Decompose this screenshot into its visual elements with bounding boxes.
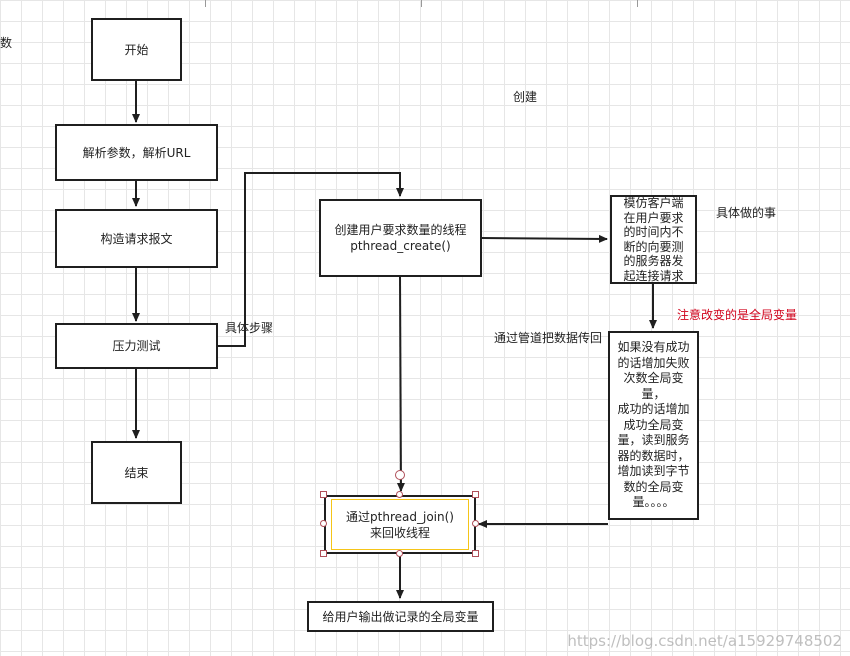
node-simulate-line: 的服务器发 xyxy=(623,254,684,268)
edge-create-join xyxy=(396,275,405,492)
node-counters-line: 成功全局变 xyxy=(623,417,684,432)
node-simulate-line: 模仿客户端 xyxy=(623,196,684,210)
node-join-line: 来回收线程 xyxy=(369,525,430,540)
connection-point[interactable] xyxy=(395,470,405,480)
node-output-globals[interactable]: 给用户输出做记录的全局变量 xyxy=(307,601,494,632)
node-parse-args-label: 解析参数，解析URL xyxy=(82,145,191,160)
node-join-threads[interactable]: 通过pthread_join() 来回收线程 xyxy=(324,495,476,554)
label-create: 创建 xyxy=(513,90,538,104)
node-counters-line: 成功的话增加 xyxy=(617,402,690,417)
connection-point[interactable] xyxy=(320,520,327,527)
resize-handle[interactable] xyxy=(472,550,479,557)
resize-handle[interactable] xyxy=(472,491,479,498)
resize-handle[interactable] xyxy=(320,550,327,557)
edge-create-simulate xyxy=(480,234,608,243)
node-start[interactable]: 开始 xyxy=(91,18,182,81)
ruler-tick xyxy=(421,0,422,7)
node-counters-line: 如果没有成功 xyxy=(617,340,690,355)
connection-point[interactable] xyxy=(396,550,403,557)
node-build-request[interactable]: 构造请求报文 xyxy=(55,209,218,268)
node-create-threads[interactable]: 创建用户要求数量的线程 pthread_create() xyxy=(319,199,482,277)
node-join-line: 通过pthread_join() xyxy=(346,509,454,524)
node-counters-line: 数的全局变 xyxy=(623,479,684,494)
node-simulate-line: 断的向要测 xyxy=(623,239,684,254)
node-counters-line: 量， xyxy=(641,386,666,401)
node-stress-test[interactable]: 压力测试 xyxy=(55,323,218,369)
node-global-counters[interactable]: 如果没有成功 的话增加失败 次数全局变 量， 成功的话增加 成功全局变 量，读到… xyxy=(608,331,699,520)
label-steps: 具体步骤 xyxy=(225,321,274,335)
node-counters-line: 器的数据时， xyxy=(617,448,690,463)
node-end-label: 结束 xyxy=(124,465,149,480)
node-start-label: 开始 xyxy=(124,42,149,57)
node-simulate-line: 的时间内不 xyxy=(623,225,684,239)
edge-stress-create xyxy=(217,172,404,347)
node-output-globals-label: 给用户输出做记录的全局变量 xyxy=(322,609,479,624)
label-concrete-work: 具体做的事 xyxy=(716,206,777,220)
node-counters-line: 增加读到字节 xyxy=(617,464,690,479)
watermark: https://blog.csdn.net/a15929748502 xyxy=(567,632,842,650)
ruler-tick xyxy=(205,0,206,7)
resize-handle[interactable] xyxy=(320,491,327,498)
node-parse-args[interactable]: 解析参数，解析URL xyxy=(55,124,218,181)
node-end[interactable]: 结束 xyxy=(91,441,182,504)
label-pipe: 通过管道把数据传回 xyxy=(494,331,603,345)
node-stress-test-label: 压力测试 xyxy=(112,339,161,353)
label-global-note: 注意改变的是全局变量 xyxy=(677,308,798,322)
ruler-tick xyxy=(637,0,638,7)
node-simulate-line: 起连接请求 xyxy=(623,268,684,283)
connection-point[interactable] xyxy=(472,520,479,527)
node-create-threads-line: pthread_create() xyxy=(350,239,451,253)
node-build-request-label: 构造请求报文 xyxy=(100,231,173,246)
node-simulate-line: 在用户要求 xyxy=(623,210,684,225)
node-counters-line: 的话增加失败 xyxy=(617,355,690,370)
node-create-threads-line: 创建用户要求数量的线程 xyxy=(334,223,467,237)
node-simulate-client[interactable]: 模仿客户端 在用户要求 的时间内不 断的向要测 的服务器发 起连接请求 xyxy=(610,195,697,284)
node-counters-line: 次数全局变 xyxy=(623,371,684,386)
node-counters-line: 量。。。。 xyxy=(632,495,675,510)
selection-outline xyxy=(331,499,469,550)
node-counters-line: 量，读到服务 xyxy=(617,433,690,448)
connection-point[interactable] xyxy=(396,491,403,498)
edge-label-partial: 数 xyxy=(0,36,13,50)
